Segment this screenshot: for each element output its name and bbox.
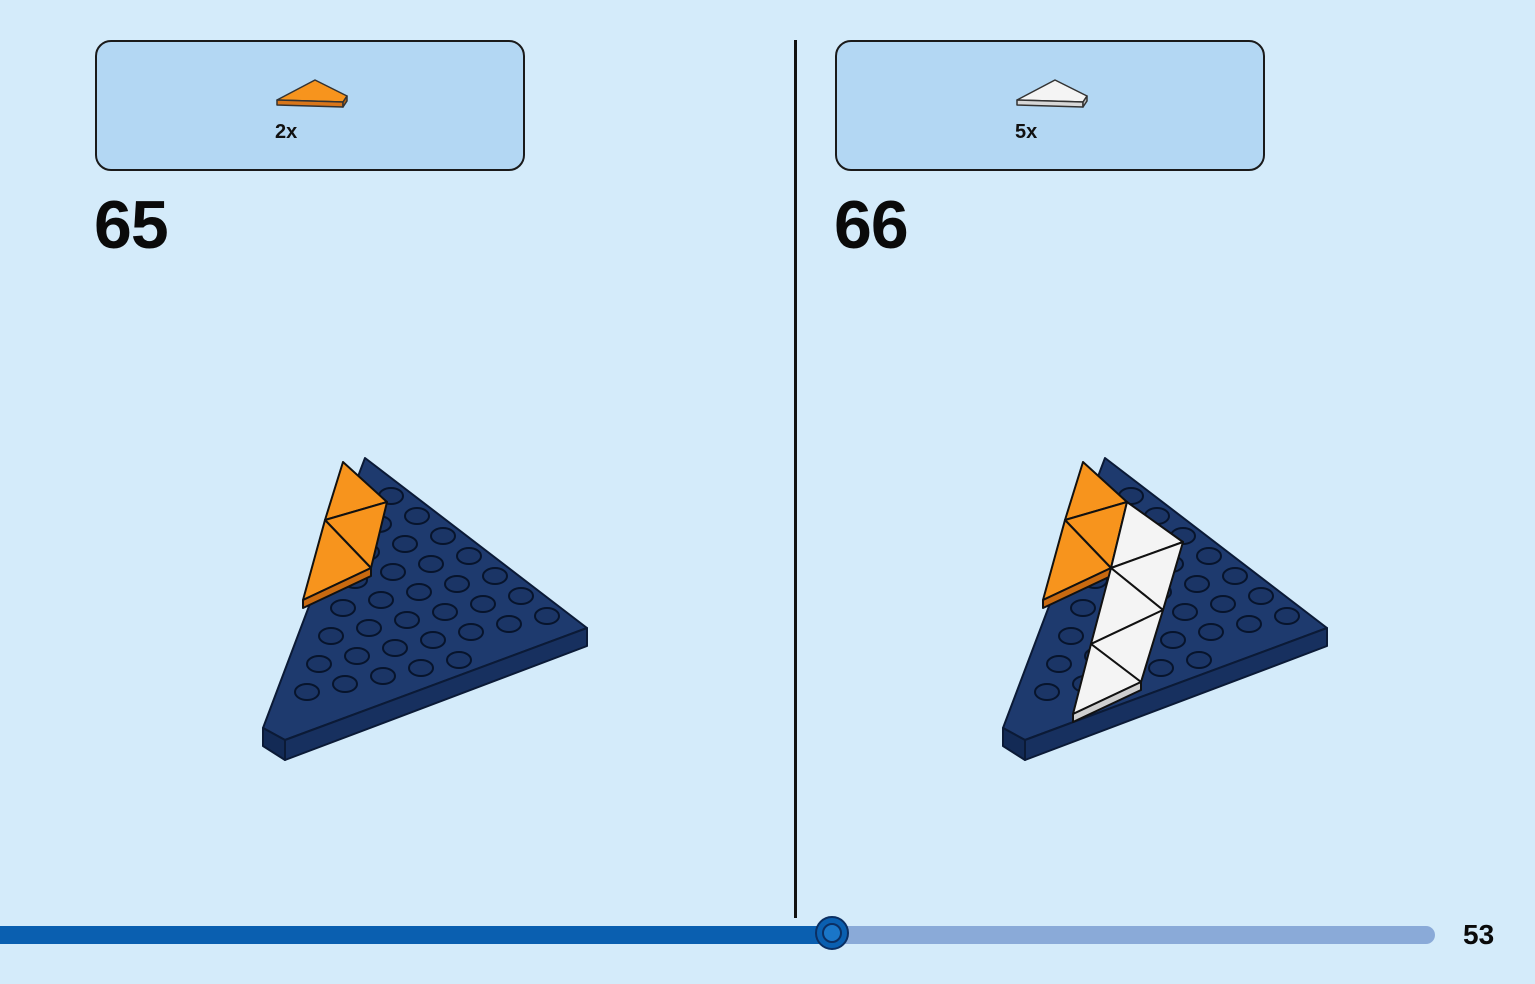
triangle-tile-icon: [276, 79, 348, 108]
stud: [1198, 623, 1224, 641]
stud: [430, 527, 456, 545]
stud: [418, 555, 444, 573]
stud: [318, 627, 344, 645]
stud: [496, 615, 522, 633]
stud: [534, 607, 560, 625]
stud: [344, 647, 370, 665]
page-divider: [794, 40, 797, 918]
stud: [406, 583, 432, 601]
part-quantity: 5x: [1015, 121, 1038, 143]
stud: [1236, 615, 1262, 633]
orange-triangle-tiles: [302, 461, 388, 609]
parts-callout-step-66: 5x: [835, 40, 1265, 171]
stud: [1034, 683, 1060, 701]
part-quantity: 2x: [275, 121, 298, 143]
stud: [380, 563, 406, 581]
stud: [1184, 575, 1210, 593]
stud: [1274, 607, 1300, 625]
stud: [1160, 631, 1186, 649]
wedge-plate-model-step-65: [262, 457, 588, 761]
progress-fill: [0, 926, 832, 944]
stud: [382, 639, 408, 657]
stud: [446, 651, 472, 669]
stud: [1210, 595, 1236, 613]
stud: [370, 667, 396, 685]
stud: [356, 619, 382, 637]
stud: [394, 611, 420, 629]
stud: [482, 567, 508, 585]
stud: [1070, 599, 1096, 617]
stud: [1186, 651, 1212, 669]
instruction-progress-bar[interactable]: [0, 916, 1435, 950]
stud: [1172, 603, 1198, 621]
stud: [1222, 567, 1248, 585]
stud: [392, 535, 418, 553]
stud: [330, 599, 356, 617]
stud: [444, 575, 470, 593]
stud: [332, 675, 358, 693]
wedge-plate-model-step-66: [1002, 457, 1328, 761]
parts-callout-step-65: 2x: [95, 40, 525, 171]
stud: [458, 623, 484, 641]
stud: [1248, 587, 1274, 605]
stud: [1148, 659, 1174, 677]
stud: [1046, 655, 1072, 673]
stud: [508, 587, 534, 605]
stud: [368, 591, 394, 609]
stud: [408, 659, 434, 677]
stud: [1196, 547, 1222, 565]
stud: [456, 547, 482, 565]
stud: [306, 655, 332, 673]
stud: [420, 631, 446, 649]
progress-knob[interactable]: [815, 916, 849, 950]
stud: [1058, 627, 1084, 645]
triangle-tile-icon: [1016, 79, 1088, 108]
page-number: 53: [1463, 919, 1495, 950]
stud: [432, 603, 458, 621]
stud: [294, 683, 320, 701]
white-triangle-tiles: [1072, 501, 1184, 723]
step-number: 65: [94, 187, 169, 263]
step-number: 66: [834, 187, 909, 263]
orange-triangle-tiles: [1042, 461, 1128, 609]
stud: [404, 507, 430, 525]
stud: [470, 595, 496, 613]
